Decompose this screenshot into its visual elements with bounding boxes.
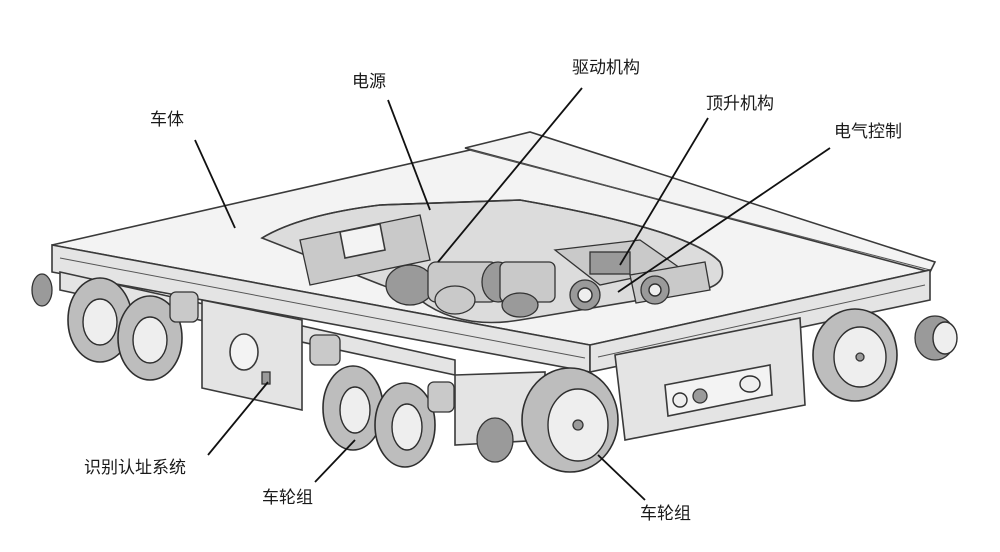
leader-power xyxy=(387,99,431,211)
label-lift-mechanism: 顶升机构 xyxy=(706,94,774,114)
label-drive-mechanism: 驱动机构 xyxy=(572,58,640,78)
front-control-panel xyxy=(614,317,806,441)
label-power: 电源 xyxy=(352,72,386,92)
wheel-group-left-rear xyxy=(31,273,199,381)
label-electrical-control: 电气控制 xyxy=(834,122,902,142)
drive-mechanism xyxy=(385,261,556,318)
label-id-system: 识别认址系统 xyxy=(84,458,186,478)
leader-chassis xyxy=(194,139,236,229)
leader-drive xyxy=(437,87,583,263)
wheel-group-right-rear xyxy=(812,308,958,402)
wheel-group-left-front xyxy=(309,334,455,468)
power-unit xyxy=(299,214,431,286)
lift-mechanism xyxy=(553,239,682,311)
wheel-group-right-front xyxy=(521,367,619,473)
label-wheel-group-left: 车轮组 xyxy=(262,488,313,508)
label-chassis: 车体 xyxy=(150,110,184,130)
leader-id-system xyxy=(207,381,269,456)
leader-electric xyxy=(617,147,831,293)
leader-lines xyxy=(194,87,831,501)
electrical-control xyxy=(629,261,711,305)
leader-wheels-right xyxy=(597,454,646,501)
leader-wheels-left xyxy=(314,439,356,483)
label-wheel-group-right: 车轮组 xyxy=(640,504,691,524)
id-system-box xyxy=(201,299,303,411)
leader-lift xyxy=(619,117,709,266)
